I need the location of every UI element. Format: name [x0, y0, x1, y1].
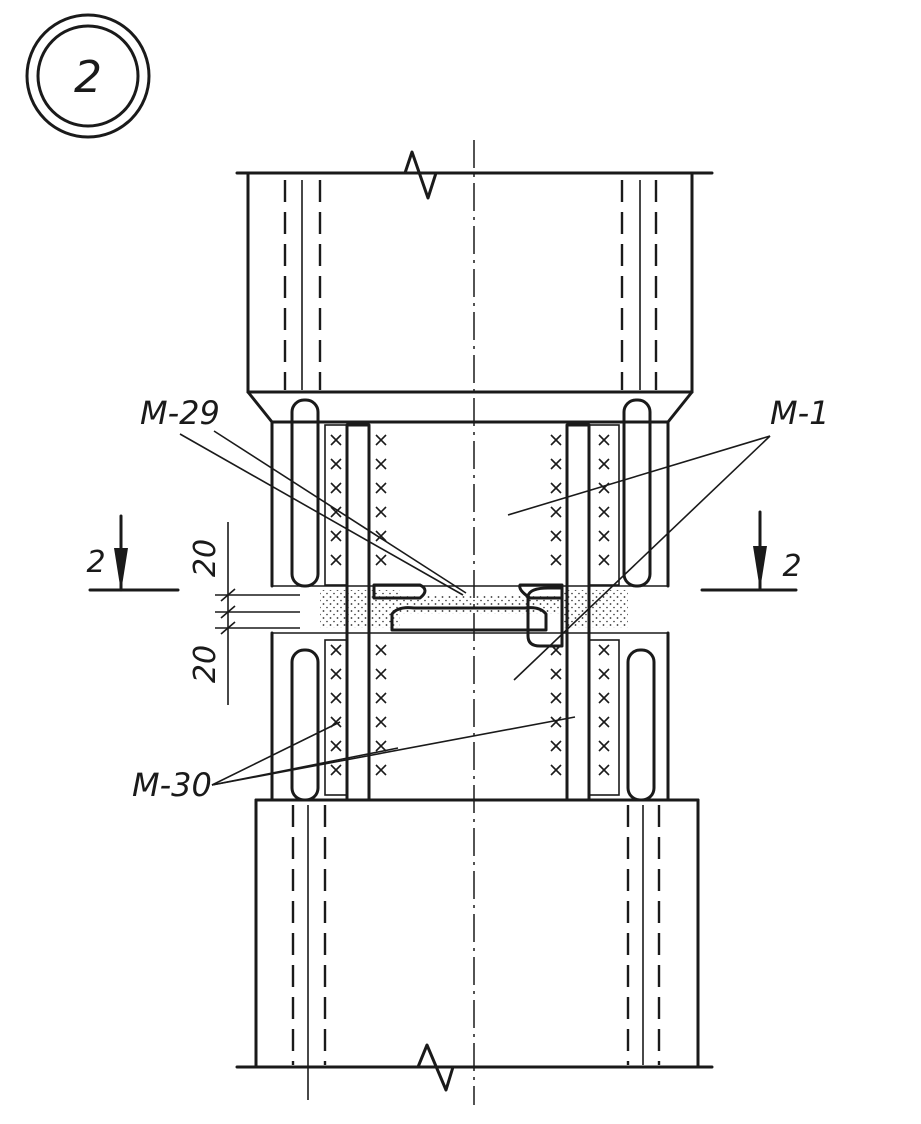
upper-column	[235, 150, 714, 424]
joint-zone	[270, 398, 670, 802]
section-mark-right: 2	[700, 510, 802, 592]
dimension-chain: 20 20	[188, 522, 300, 705]
dimension-lower: 20	[188, 645, 223, 683]
callout-m30: M-30	[132, 716, 576, 804]
detail-marker-number: 2	[74, 52, 102, 103]
callout-m1: M-1	[507, 394, 830, 681]
section-mark-right-label: 2	[782, 549, 801, 584]
callout-m30-label: M-30	[132, 766, 212, 804]
dimension-upper: 20	[188, 539, 223, 577]
callout-m29: M-29	[140, 394, 467, 596]
callout-m29-label: M-29	[140, 394, 220, 432]
callout-m1-label: M-1	[770, 394, 830, 432]
detail-marker: 2	[25, 13, 151, 139]
section-mark-left-label: 2	[86, 545, 105, 580]
section-mark-left: 2	[86, 514, 180, 592]
